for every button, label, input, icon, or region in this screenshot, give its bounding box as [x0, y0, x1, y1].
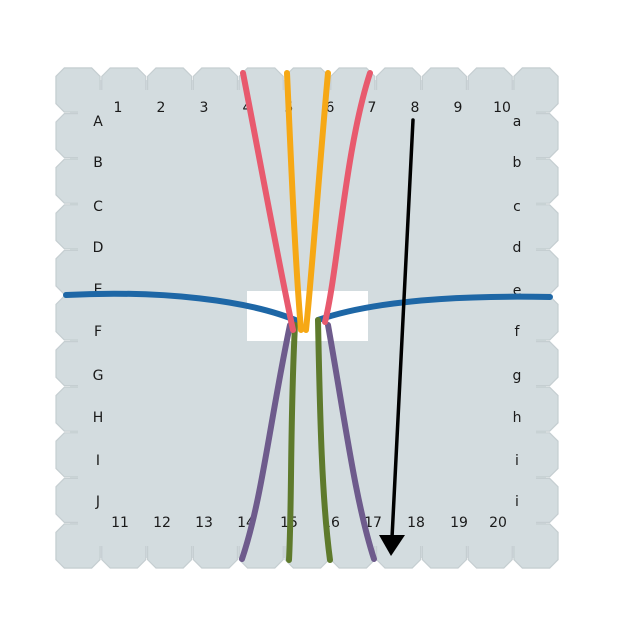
thread-orange-left: [284, 70, 304, 333]
slot-number: 17: [364, 515, 382, 531]
slot-letter: b: [513, 155, 522, 171]
thread-green-right: [315, 317, 333, 563]
slot-number: 10: [493, 100, 511, 116]
slot-number: 6: [326, 100, 335, 116]
left-slot-letters: A B C D E F G H I J: [93, 114, 104, 510]
slot-letter: E: [94, 282, 103, 298]
slot-number: 11: [111, 515, 129, 531]
right-slot-letters: a b c d e f g h i i: [513, 114, 522, 510]
slot-number: 9: [454, 100, 463, 116]
square-loom-board: [55, 67, 559, 569]
slot-letter: h: [513, 410, 522, 426]
thread-purple-left: [239, 322, 293, 562]
arrow-down-icon: [379, 118, 415, 556]
slot-letter: e: [513, 283, 522, 299]
slot-number: 19: [450, 515, 468, 531]
slot-number: 8: [411, 100, 420, 116]
slot-letter: f: [515, 324, 521, 340]
thread-blue-left: [63, 290, 303, 325]
slot-number: 2: [157, 100, 166, 116]
slot-letter: F: [94, 324, 102, 340]
slot-number: 13: [195, 515, 213, 531]
slot-letter: d: [513, 240, 522, 256]
slot-letter: A: [93, 114, 103, 130]
slot-number: 7: [368, 100, 377, 116]
slot-letter: D: [93, 240, 104, 256]
slot-letter: a: [513, 114, 522, 130]
slot-letter: H: [93, 410, 104, 426]
thread-pink-right: [322, 70, 373, 325]
slot-letter: i: [515, 453, 519, 469]
slot-letter: i: [515, 494, 519, 510]
thread-pink-left: [240, 70, 296, 333]
slot-letter: I: [96, 453, 100, 469]
slot-letter: J: [95, 494, 100, 510]
slot-number: 1: [114, 100, 123, 116]
thread-blue-right: [315, 293, 553, 323]
slot-number: 18: [407, 515, 425, 531]
thread-green-left: [286, 322, 298, 563]
slot-letter: g: [513, 368, 522, 384]
slot-letter: c: [513, 199, 521, 215]
slot-letter: G: [93, 368, 104, 384]
slot-letter: C: [93, 199, 103, 215]
slot-number: 3: [200, 100, 209, 116]
slot-number: 12: [153, 515, 171, 531]
thread-purple-right: [325, 322, 377, 562]
slot-letter: B: [93, 155, 103, 171]
thread-orange-right: [303, 70, 331, 333]
slot-number: 20: [489, 515, 507, 531]
